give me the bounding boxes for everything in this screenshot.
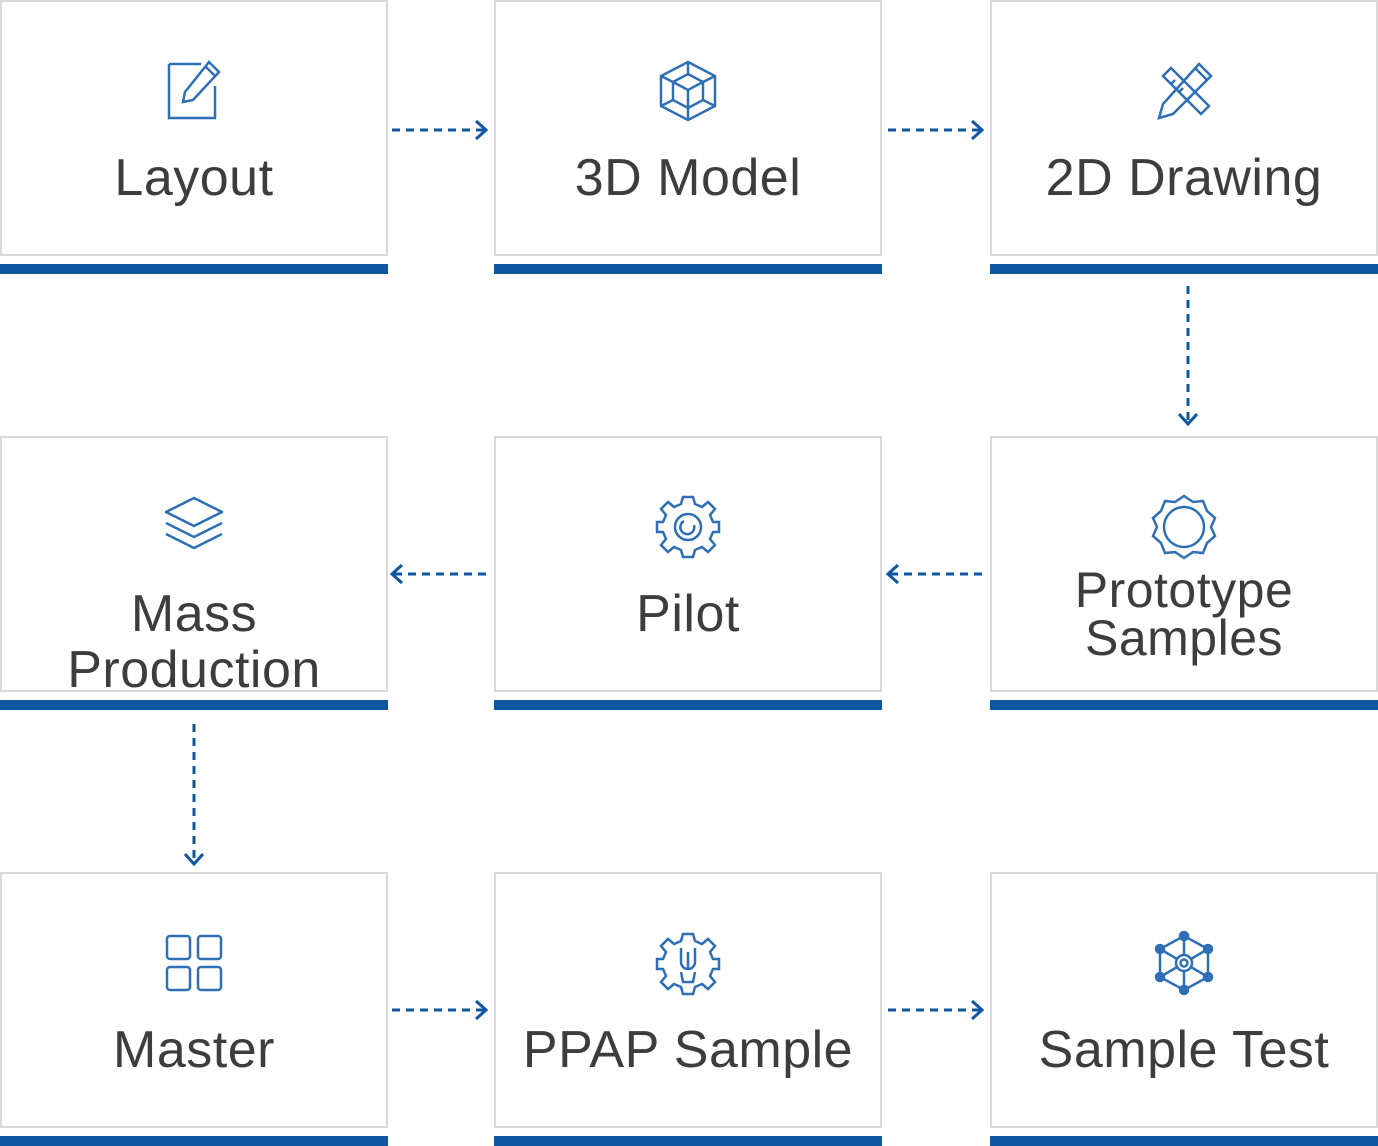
step-label: Sample Test bbox=[1038, 1021, 1330, 1079]
layers-icon bbox=[159, 492, 229, 562]
step-ppap-sample: PPAP Sample bbox=[494, 872, 882, 1146]
step-underline bbox=[494, 700, 882, 710]
arrow-right bbox=[390, 996, 490, 1024]
step-label: PPAP Sample bbox=[522, 1021, 854, 1079]
step-underline bbox=[990, 700, 1378, 710]
step-label: 2D Drawing bbox=[1045, 149, 1323, 207]
step-sample-test: Sample Test bbox=[990, 872, 1378, 1146]
step-underline bbox=[0, 1136, 388, 1146]
step-layout: Layout bbox=[0, 0, 388, 274]
arrow-down bbox=[1174, 284, 1202, 430]
step-label-line-2: Samples bbox=[1084, 610, 1284, 666]
grid-icon bbox=[159, 928, 229, 998]
step-label: Master bbox=[113, 1021, 275, 1079]
step-box: Pilot bbox=[494, 436, 882, 692]
step-underline bbox=[494, 1136, 882, 1146]
step-underline bbox=[494, 264, 882, 274]
step-pilot: Pilot bbox=[494, 436, 882, 710]
step-label: Layout bbox=[114, 149, 274, 207]
step-box: Mass Production bbox=[0, 436, 388, 698]
network-hexagon-icon bbox=[1149, 928, 1219, 998]
gear-icon bbox=[653, 492, 723, 562]
step-box: Master bbox=[0, 872, 388, 1128]
edit-pencil-icon bbox=[159, 56, 229, 126]
step-underline bbox=[990, 264, 1378, 274]
step-underline bbox=[0, 264, 388, 274]
step-prototype-samples: Prototype Samples bbox=[990, 436, 1378, 710]
arrow-right bbox=[886, 116, 986, 144]
step-box: Layout bbox=[0, 0, 388, 256]
step-label-line-1: Prototype bbox=[1074, 562, 1294, 618]
arrow-right bbox=[390, 116, 490, 144]
step-box: PPAP Sample bbox=[494, 872, 882, 1128]
arrow-down bbox=[180, 722, 208, 870]
step-box: Sample Test bbox=[990, 872, 1378, 1128]
ring-gear-icon bbox=[1149, 492, 1219, 562]
cube-icon bbox=[653, 56, 723, 126]
step-box: 2D Drawing bbox=[990, 0, 1378, 256]
step-box: 3D Model bbox=[494, 0, 882, 256]
wrench-gear-icon bbox=[653, 928, 723, 998]
step-label: Prototype Samples bbox=[992, 562, 1376, 666]
step-2d-drawing: 2D Drawing bbox=[990, 0, 1378, 274]
pencil-ruler-icon bbox=[1149, 56, 1219, 126]
step-3d-model: 3D Model bbox=[494, 0, 882, 274]
step-label: 3D Model bbox=[574, 149, 802, 207]
step-box: Prototype Samples bbox=[990, 436, 1378, 692]
arrow-left bbox=[884, 560, 988, 588]
step-label: Mass Production bbox=[67, 585, 321, 699]
step-underline bbox=[0, 700, 388, 710]
arrow-left bbox=[388, 560, 492, 588]
step-underline bbox=[990, 1136, 1378, 1146]
step-mass-production: Mass Production bbox=[0, 436, 388, 710]
arrow-right bbox=[886, 996, 986, 1024]
step-master: Master bbox=[0, 872, 388, 1146]
step-label: Pilot bbox=[636, 585, 740, 643]
